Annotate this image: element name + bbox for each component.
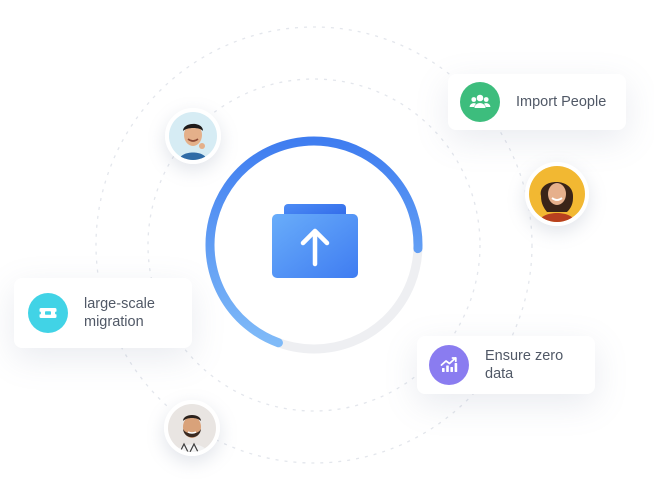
ticket-icon (28, 293, 68, 333)
avatar-smiling-man (165, 108, 221, 164)
migration-card: large-scale migration (14, 278, 192, 348)
inner-dashed-ring (147, 78, 481, 412)
import-people-card: Import People (448, 74, 626, 130)
import-people-label: Import People (516, 94, 607, 110)
people-group-icon (460, 82, 500, 122)
trend-chart-icon (429, 345, 469, 385)
avatar-bearded-man (164, 400, 220, 456)
migration-label: large-scale migration (84, 296, 155, 330)
progress-arc (205, 136, 423, 348)
avatar-curly-woman (525, 162, 589, 226)
ensure-zero-data-card: Ensure zero data (417, 336, 595, 394)
outer-dashed-ring (95, 26, 533, 464)
ensure-zero-data-label: Ensure zero data (485, 348, 564, 382)
folder-upload-icon (270, 204, 362, 280)
